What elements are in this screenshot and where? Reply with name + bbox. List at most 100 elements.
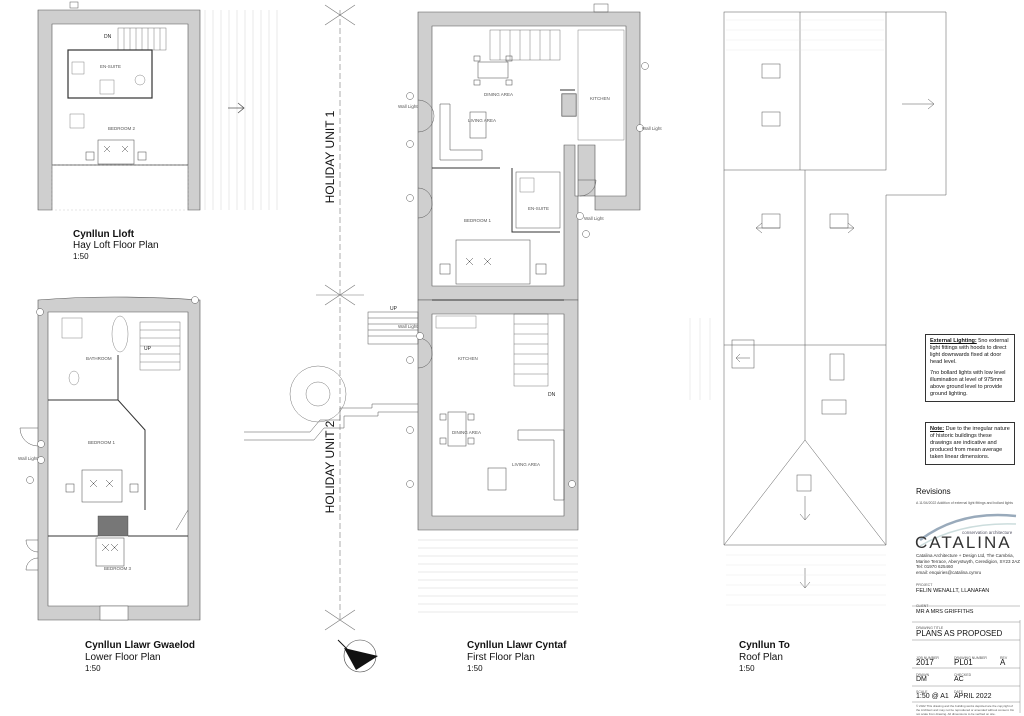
lower-title-en: Lower Floor Plan <box>85 652 161 663</box>
room-label: DN <box>104 34 112 40</box>
tree-icon <box>289 365 347 423</box>
general-note-head: Note: <box>930 426 945 432</box>
titleblock-frame <box>912 513 1021 713</box>
table-icon <box>439 411 475 447</box>
sheet-date: APRIL 2022 <box>954 693 992 700</box>
room-label: LIVING AREA <box>512 462 541 467</box>
hayloft-title-cy: Cynllun Lloft <box>73 229 135 240</box>
wall-light-label: Wall Light <box>398 104 418 109</box>
sofa-icon <box>487 429 565 501</box>
room-label: DINING AREA <box>484 92 514 97</box>
brand-logo: CATALINA <box>915 533 1012 552</box>
room-label: UP <box>144 346 151 352</box>
arrow-icon <box>799 496 811 521</box>
first-walls <box>417 11 641 301</box>
lower-plan <box>19 296 201 621</box>
room-label: EN-SUITE <box>528 206 550 211</box>
arrow-icon <box>755 222 780 234</box>
roof-plan <box>689 11 947 589</box>
room-label: BEDROOM 2 <box>108 126 136 131</box>
first-title-en: First Floor Plan <box>467 652 535 663</box>
room-label: KITCHEN <box>458 356 478 361</box>
general-note-text: Due to the irregular nature of historic … <box>930 426 1010 460</box>
room-label: BEDROOM 1 <box>88 440 116 445</box>
lower-title-cy: Cynllun Llawr Gwaelod <box>85 640 196 651</box>
unit-divider <box>316 4 364 631</box>
bed-icon <box>65 469 139 503</box>
arrow-icon <box>799 568 811 589</box>
north-arrow-icon <box>337 639 378 673</box>
wall-light-label: Wall Light <box>18 456 38 461</box>
date-label: DATE <box>954 690 964 694</box>
drawing-title: PLANS AS PROPOSED <box>916 629 1003 638</box>
email: email: enquiries@catalina.cymru <box>916 569 982 575</box>
roof-scale: 1:50 <box>739 664 755 673</box>
project-label: PROJECT <box>916 583 933 587</box>
scale-label: SCALE <box>916 690 928 694</box>
lower-scale: 1:50 <box>85 664 101 673</box>
general-note: Note: Due to the irregular nature of his… <box>925 422 1015 465</box>
address-line-2: Marine Terrace, Aberystwyth, Ceredigion,… <box>916 558 1020 564</box>
lighting-note-head: External Lighting: <box>930 338 977 344</box>
first-plan <box>244 3 649 613</box>
first-stairs-2 <box>513 313 549 387</box>
arrow-icon <box>830 222 855 234</box>
sofa-icon <box>439 103 487 161</box>
hayloft-title-en: Hay Loft Floor Plan <box>73 240 159 251</box>
wall-light-label: Wall Light <box>398 324 418 329</box>
room-label: KITCHEN <box>590 96 610 101</box>
brand-address: Catalina Architecture + Design Ltd, The … <box>916 553 1020 575</box>
roof-title-cy: Cynllun To <box>739 640 790 651</box>
room-label: DINING AREA <box>452 430 482 435</box>
roof-title-en: Roof Plan <box>739 652 783 663</box>
revision-label: REV <box>1000 656 1008 660</box>
drawing-title-label: DRAWING TITLE <box>916 626 944 630</box>
bed-icon <box>95 537 125 567</box>
brand-tag: conservation architecture <box>962 530 1013 535</box>
job-number: 2017 <box>916 658 934 667</box>
revisions-heading: Revisions <box>916 487 951 496</box>
room-label: DN <box>548 392 556 398</box>
revision-line: A 11/04/2022 Addition of external light … <box>916 501 1014 505</box>
room-label: UP <box>390 306 397 312</box>
lighting-note: External Lighting: 5no external light fi… <box>925 334 1015 402</box>
lighting-note-2: 7no bollard lights with low level illumi… <box>930 370 1006 397</box>
sheet-scale: 1:50 @ A1 <box>916 693 949 700</box>
drawn-label: DRAWN <box>916 673 930 677</box>
copyright-footer: © 2022 This drawing and the building wor… <box>916 704 1015 716</box>
lower-walls <box>37 296 201 621</box>
hayloft-stairs <box>117 27 167 51</box>
client-name: MR A MRS GRIFFITHS <box>916 609 974 615</box>
job-number-label: JOB NUMBER <box>916 656 939 660</box>
unit-1-label: HOLIDAY UNIT 1 <box>323 110 337 204</box>
room-label: BEDROOM 3 <box>104 566 132 571</box>
revision: A <box>1000 658 1006 667</box>
checked-by: AC <box>954 676 964 683</box>
bed-icon <box>439 239 547 285</box>
telephone: Tel: 01970 625460 <box>916 564 954 569</box>
table-icon <box>473 55 513 86</box>
unit-2-label: HOLIDAY UNIT 2 <box>323 420 337 514</box>
client-label: CLIENT <box>916 604 929 608</box>
first-title-cy: Cynllun Llawr Cyntaf <box>467 640 567 651</box>
hayloft-walls <box>37 9 201 211</box>
room-label: EN-SUITE <box>100 64 122 69</box>
arrow-icon <box>902 98 935 110</box>
lighting-note-1: 5no external light fittings with hoods t… <box>930 338 1009 365</box>
drawing-number: PL01 <box>954 658 973 667</box>
room-label: BEDROOM 1 <box>464 218 492 223</box>
wall-light-label: Wall Light <box>584 216 604 221</box>
arrow-icon <box>735 353 750 363</box>
lower-stairs <box>139 321 181 371</box>
room-label: LIVING AREA <box>468 118 497 123</box>
address-line-1: Catalina Architecture + Design Ltd, The … <box>916 553 1014 558</box>
room-label: BATHROOM <box>86 356 112 361</box>
drawn-by: DM <box>916 676 927 683</box>
arrow-icon <box>228 102 245 114</box>
drawing-number-label: DRAWING NUMBER <box>954 656 987 660</box>
hayloft-plan <box>37 1 278 211</box>
project-name: FELIN WENALLT, LLANAFAN <box>916 588 990 594</box>
checked-label: CHECKED <box>954 673 972 677</box>
hayloft-scale: 1:50 <box>73 252 89 261</box>
